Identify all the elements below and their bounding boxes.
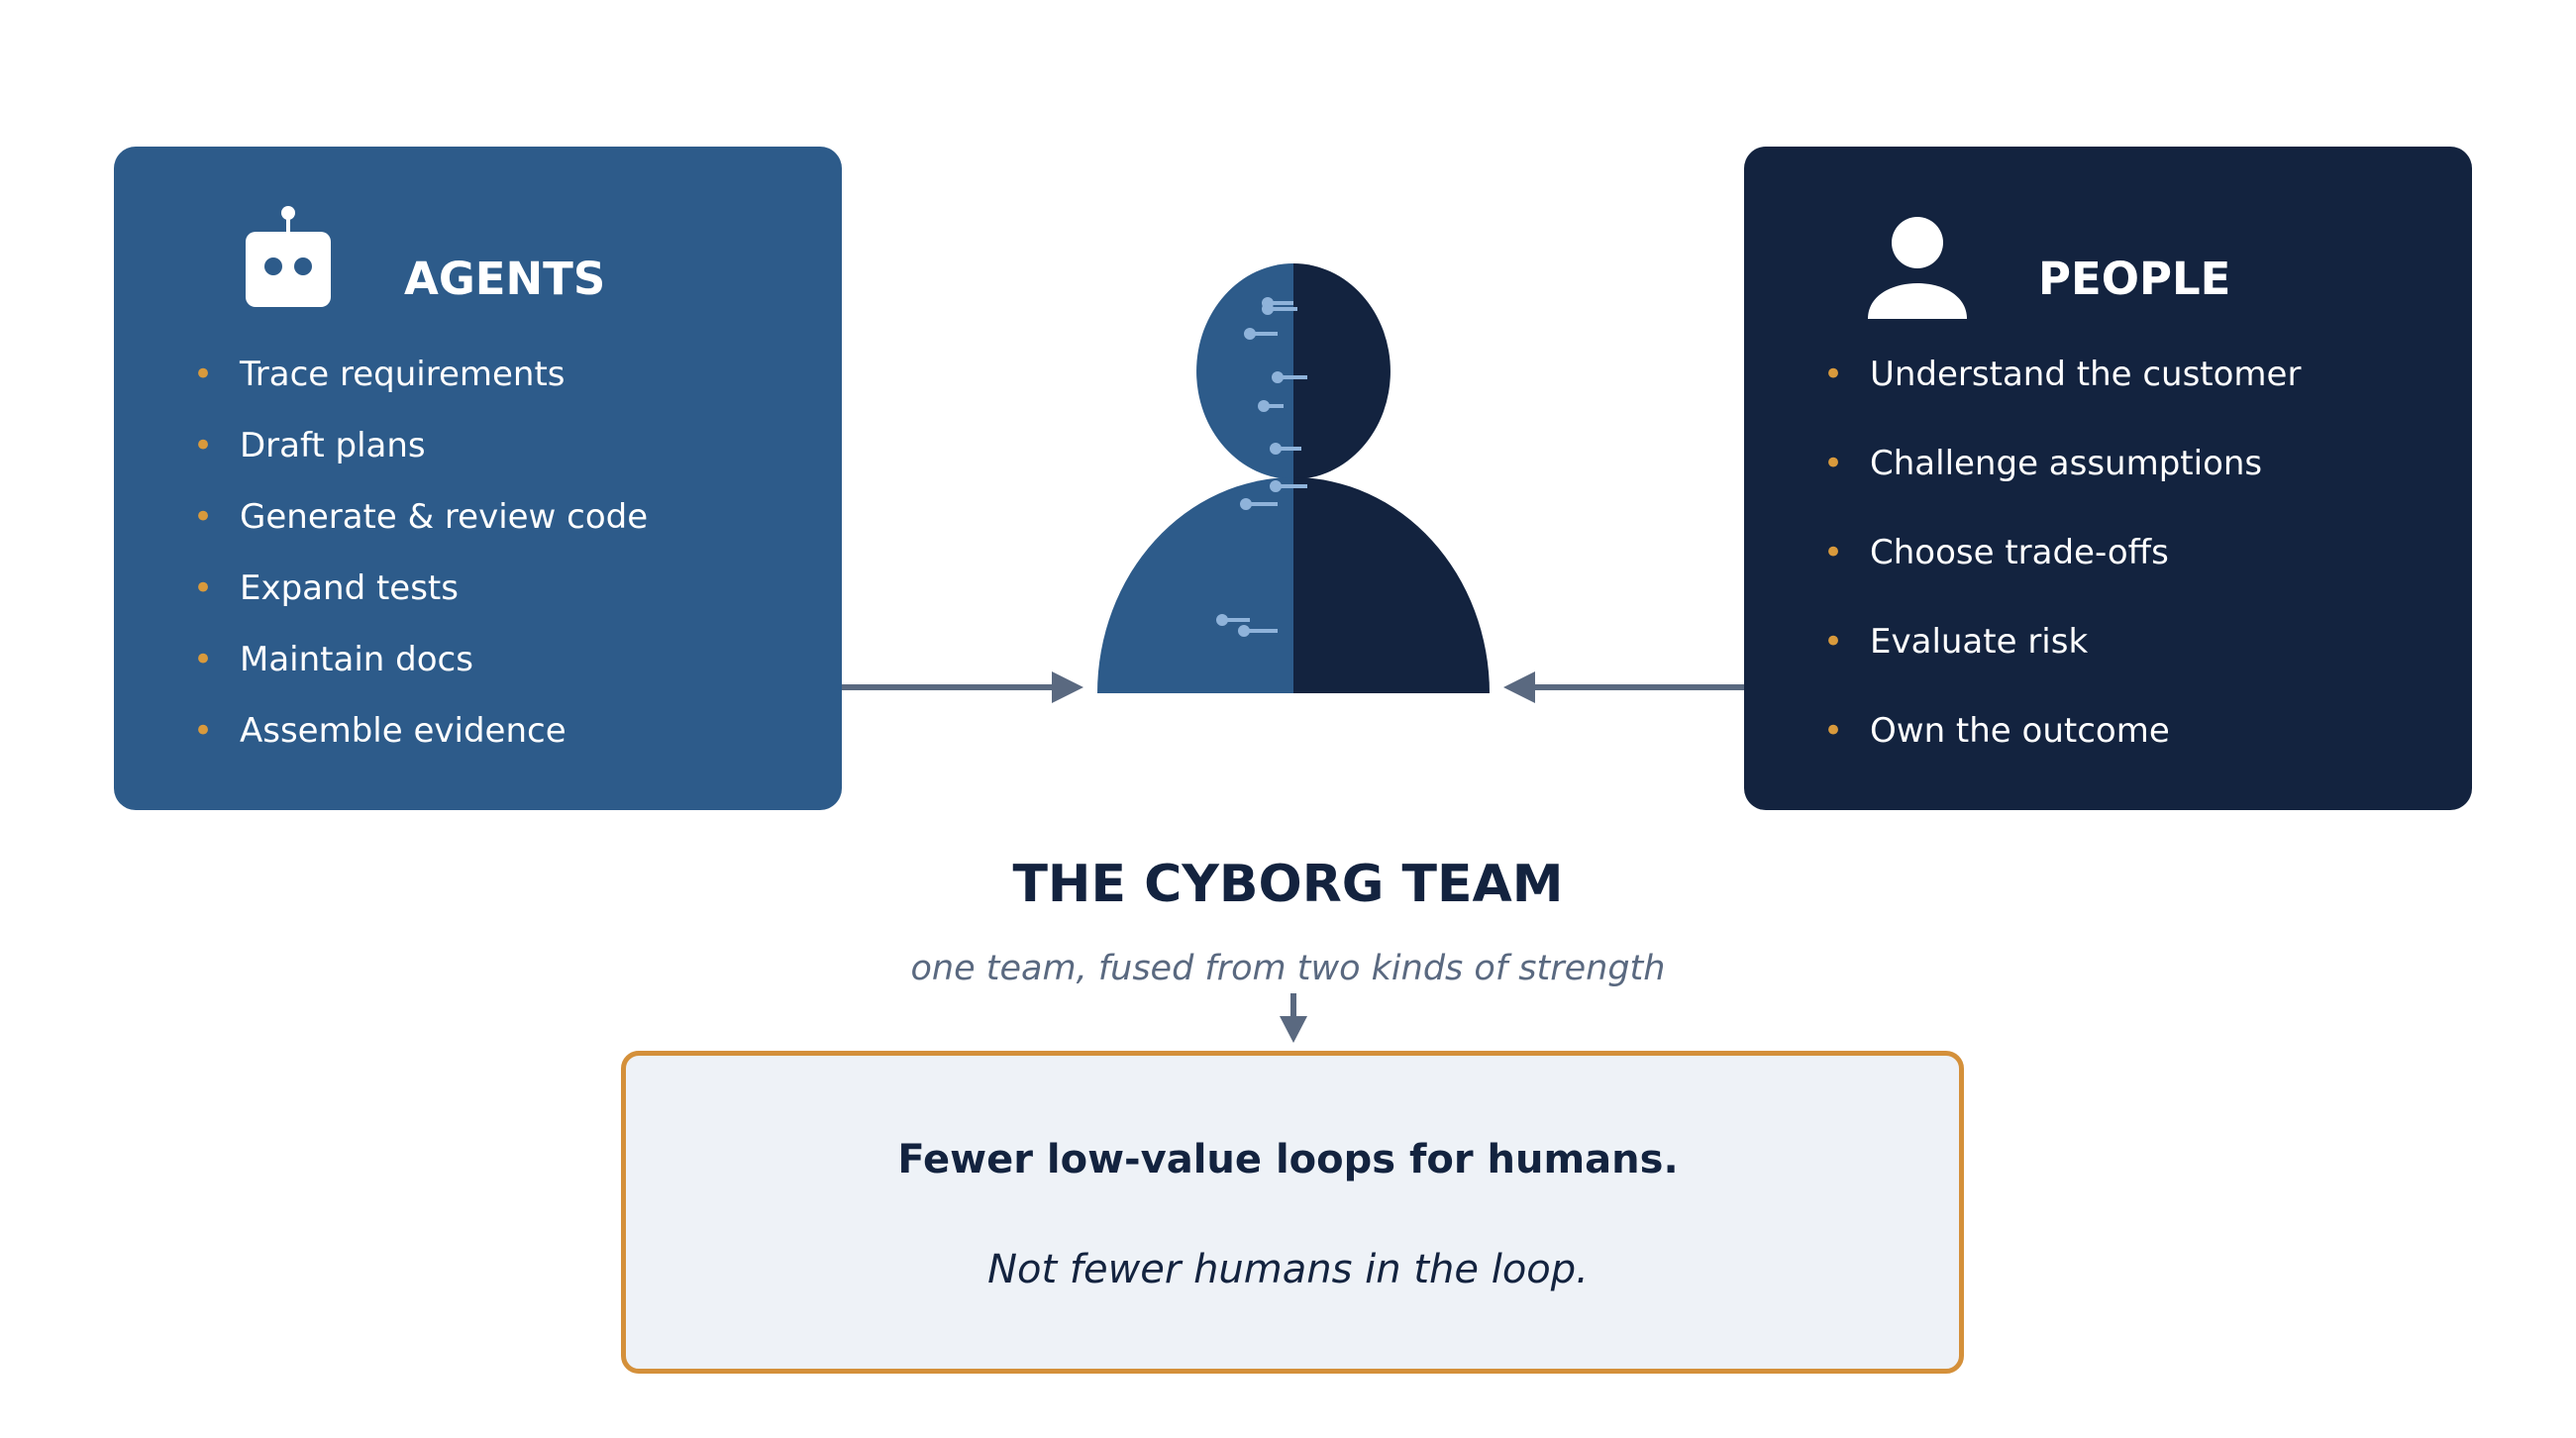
bullet-icon: •: [1823, 711, 1844, 751]
list-item: •Understand the customer: [1823, 355, 2302, 394]
bullet-icon: •: [193, 355, 214, 394]
people-list: •Understand the customer •Challenge assu…: [1823, 353, 2301, 798]
outcome-headline: Fewer low-value loops for humans.: [897, 1137, 1679, 1182]
robot-icon: [246, 206, 331, 307]
team-title: THE CYBORG TEAM: [1012, 855, 1564, 914]
bullet-icon: •: [193, 497, 214, 537]
bullet-icon: •: [1823, 622, 1844, 662]
bullet-icon: •: [193, 426, 214, 465]
bullet-icon: •: [1823, 355, 1844, 394]
agents-title: AGENTS: [404, 253, 606, 305]
list-item: •Assemble evidence: [193, 711, 567, 751]
agents-list: •Trace requirements •Draft plans •Genera…: [193, 353, 648, 780]
team-subtitle: one team, fused from two kinds of streng…: [910, 949, 1666, 988]
team-to-outcome-arrow: [1280, 993, 1307, 1043]
person-icon: [1868, 217, 1967, 319]
list-item: •Draft plans: [193, 426, 426, 465]
agents-card: [114, 147, 842, 810]
agents-to-team-arrow: [842, 671, 1083, 703]
list-item: •Expand tests: [193, 568, 459, 608]
list-item: •Challenge assumptions: [1823, 444, 2263, 483]
people-card: [1744, 147, 2472, 810]
list-item: •Choose trade-offs: [1823, 533, 2169, 572]
outcome-tagline: Not fewer humans in the loop.: [987, 1247, 1589, 1292]
people-title: PEOPLE: [2038, 253, 2231, 305]
bullet-icon: •: [1823, 444, 1844, 483]
list-item: •Maintain docs: [193, 640, 473, 679]
list-item: •Own the outcome: [1823, 711, 2170, 751]
bullet-icon: •: [193, 568, 214, 608]
list-item: •Generate & review code: [193, 497, 649, 537]
people-to-team-arrow: [1503, 671, 1744, 703]
cyborg-figure-icon: [1097, 263, 1490, 693]
list-item: •Trace requirements: [193, 355, 566, 394]
bullet-icon: •: [193, 711, 214, 751]
outcome-box: [621, 1051, 1964, 1374]
bullet-icon: •: [1823, 533, 1844, 572]
bullet-icon: •: [193, 640, 214, 679]
list-item: •Evaluate risk: [1823, 622, 2089, 662]
